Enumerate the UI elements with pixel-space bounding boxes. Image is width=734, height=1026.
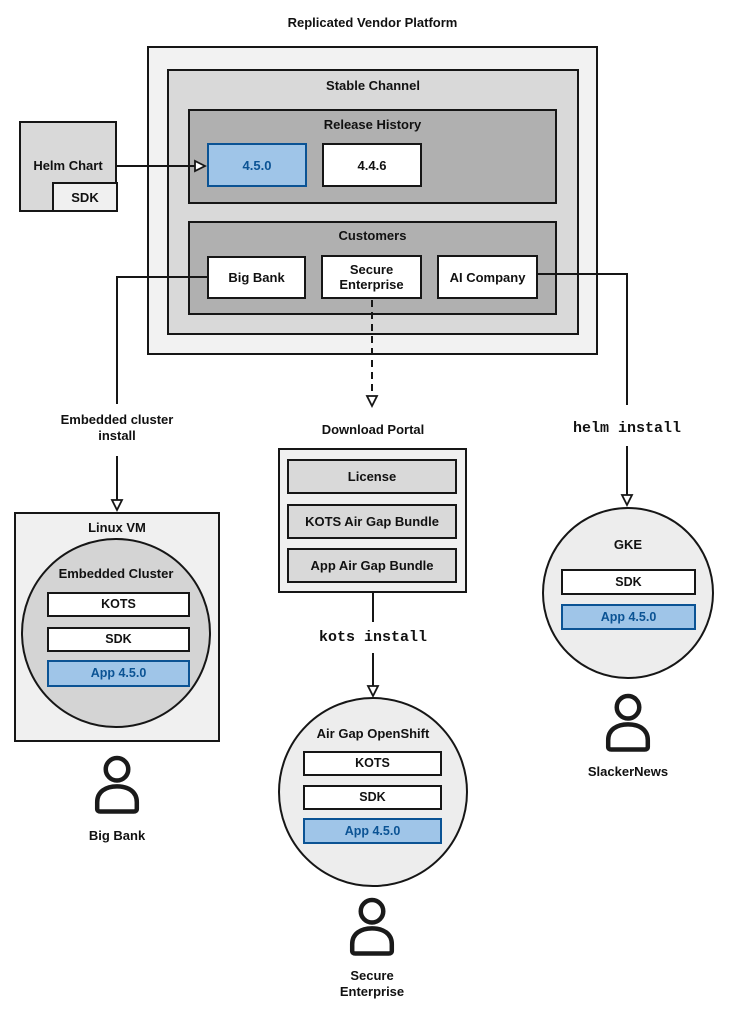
- stable-channel-label: Stable Channel: [326, 78, 420, 93]
- customer-secure-enterprise: Secure Enterprise: [321, 255, 422, 299]
- openshift-kots: KOTS: [303, 751, 442, 776]
- kots-install-command: kots install: [318, 629, 428, 646]
- arrowhead-linux-vm: [110, 499, 124, 513]
- openshift-app: App 4.5.0: [303, 818, 442, 844]
- big-bank-user-label: Big Bank: [88, 828, 146, 843]
- gke-label: GKE: [613, 537, 643, 552]
- helm-chart-sdk-box: SDK: [52, 182, 118, 212]
- big-bank-person-icon: [90, 755, 144, 815]
- release-version-450: 4.5.0: [207, 143, 307, 187]
- portal-app-bundle-box: App Air Gap Bundle: [287, 548, 457, 583]
- embedded-cluster-kots: KOTS: [47, 592, 190, 617]
- embedded-cluster-install-label: Embedded cluster install: [60, 412, 174, 443]
- slackernews-user-label: SlackerNews: [587, 764, 669, 779]
- arrowhead-gke: [620, 494, 634, 508]
- slackernews-person-icon: [601, 693, 655, 753]
- portal-kots-bundle-box: KOTS Air Gap Bundle: [287, 504, 457, 539]
- linux-vm-label: Linux VM: [88, 520, 146, 535]
- release-version-446: 4.4.6: [322, 143, 422, 187]
- embedded-cluster-label: Embedded Cluster: [58, 566, 174, 581]
- openshift-sdk: SDK: [303, 785, 442, 810]
- air-gap-openshift-label: Air Gap OpenShift: [316, 726, 430, 741]
- gke-app: App 4.5.0: [561, 604, 696, 630]
- diagram-title: Replicated Vendor Platform: [287, 15, 458, 30]
- helm-chart-label: Helm Chart: [33, 158, 103, 173]
- helm-install-command: helm install: [572, 420, 682, 437]
- embedded-cluster-app: App 4.5.0: [47, 660, 190, 687]
- secure-enterprise-person-icon: [345, 897, 399, 957]
- gke-sdk: SDK: [561, 569, 696, 595]
- secure-enterprise-user-label: Secure Enterprise: [339, 968, 405, 999]
- arrowhead-openshift: [366, 685, 380, 699]
- arrowhead-download-portal: [365, 395, 379, 409]
- embedded-cluster-sdk: SDK: [47, 627, 190, 652]
- portal-license-box: License: [287, 459, 457, 494]
- customer-ai-company: AI Company: [437, 255, 538, 299]
- customers-label: Customers: [338, 228, 407, 243]
- download-portal-label: Download Portal: [321, 422, 425, 437]
- release-history-label: Release History: [323, 117, 422, 132]
- customer-big-bank: Big Bank: [207, 256, 306, 299]
